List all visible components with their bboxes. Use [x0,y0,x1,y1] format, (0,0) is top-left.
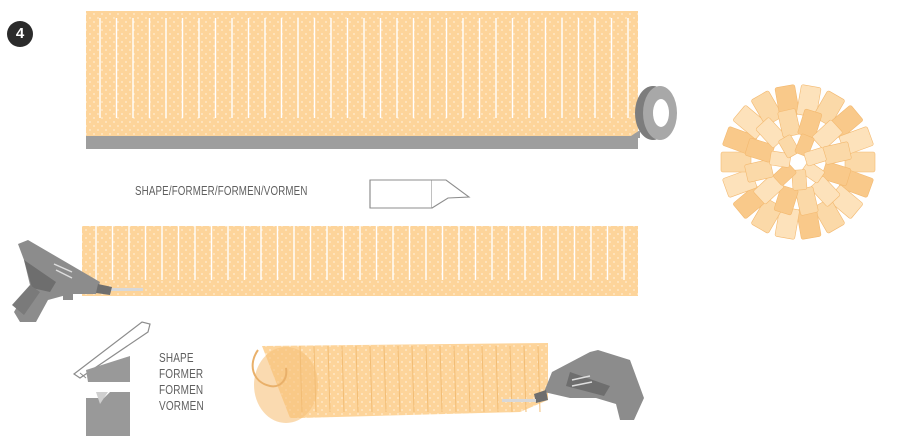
pen-icon [74,322,150,436]
shape-multilingual-list: SHAPE FORMER FORMEN VORMEN [159,350,204,414]
rolled-fringe [253,343,548,423]
shape-label-nl: VORMEN [159,398,204,414]
shape-label-no: FORMER [159,366,204,382]
flower-decoration-icon [721,84,875,239]
middle-fringe-strip [82,226,638,296]
paper-folding-icon [370,180,469,208]
shape-former-label: SHAPE/FORMER/FORMEN/VORMEN [135,184,308,198]
shape-label-en: SHAPE [159,350,204,366]
top-fringe-strip [86,11,638,149]
shape-label-de: FORMEN [159,382,204,398]
